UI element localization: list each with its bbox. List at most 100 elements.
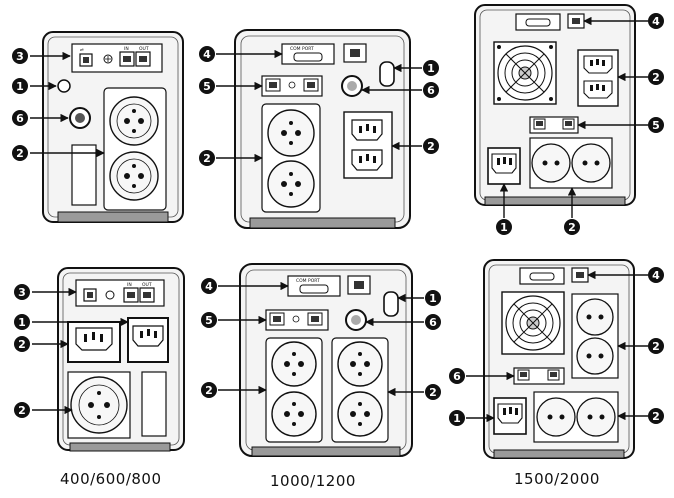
svg-text:2: 2 xyxy=(205,384,213,397)
schuko-socket-icon xyxy=(576,337,614,375)
rj45-port-icon xyxy=(517,369,560,381)
svg-text:6: 6 xyxy=(16,112,24,125)
power-switch-icon xyxy=(57,79,71,93)
svg-text:COM PORT: COM PORT xyxy=(296,278,320,284)
ups-unit-large-bottom: 4 2 2 6 1 xyxy=(449,259,664,459)
svg-text:2: 2 xyxy=(429,386,437,399)
svg-text:5: 5 xyxy=(203,80,211,93)
marker-1: 1 xyxy=(14,314,30,330)
svg-text:3: 3 xyxy=(18,286,26,299)
rj45-port-icon xyxy=(269,312,323,326)
schuko-socket-icon xyxy=(267,109,315,157)
power-switch-icon xyxy=(383,291,399,317)
svg-text:1: 1 xyxy=(453,412,461,425)
marker-2: 2 xyxy=(425,384,441,400)
rj45-port-icon xyxy=(265,78,319,92)
svg-text:OUT: OUT xyxy=(142,282,152,288)
schuko-socket-icon xyxy=(109,96,159,146)
ups-unit-large-top: 4 2 5 1 2 xyxy=(474,4,664,235)
marker-1: 1 xyxy=(12,78,28,94)
marker-2: 2 xyxy=(423,138,439,154)
svg-text:1: 1 xyxy=(500,221,508,234)
iec-socket-icon xyxy=(351,119,383,141)
fan-grille-icon xyxy=(493,41,557,105)
caption-small-models: 400/600/800 xyxy=(60,470,162,488)
svg-text:2: 2 xyxy=(652,340,660,353)
rj45-port-icon xyxy=(533,118,575,130)
schuko-socket-icon xyxy=(531,143,571,183)
schuko-socket-icon xyxy=(109,151,159,201)
svg-text:2: 2 xyxy=(652,410,660,423)
svg-text:2: 2 xyxy=(568,221,576,234)
svg-text:6: 6 xyxy=(427,84,435,97)
ups-unit-medium-bottom: COM PORT xyxy=(201,263,441,457)
svg-text:4: 4 xyxy=(652,15,660,28)
marker-2: 2 xyxy=(564,219,580,235)
iec-socket-icon xyxy=(583,55,613,74)
marker-6: 6 xyxy=(12,110,28,126)
schuko-socket-icon xyxy=(536,397,576,437)
marker-2: 2 xyxy=(648,69,664,85)
usb-icon xyxy=(567,13,585,29)
marker-1: 1 xyxy=(423,60,439,76)
marker-2: 2 xyxy=(648,338,664,354)
svg-text:2: 2 xyxy=(427,140,435,153)
ups-unit-small-bottom: IN OUT 3 1 2 2 xyxy=(14,267,185,452)
marker-6: 6 xyxy=(423,82,439,98)
svg-text:IN: IN xyxy=(127,282,132,288)
schuko-socket-icon xyxy=(271,341,317,387)
iec-socket-icon xyxy=(583,80,613,99)
usb-icon xyxy=(571,267,589,283)
svg-text:4: 4 xyxy=(205,280,213,293)
svg-text:3: 3 xyxy=(16,50,24,63)
marker-5: 5 xyxy=(201,312,217,328)
marker-4: 4 xyxy=(199,46,215,62)
schuko-socket-icon xyxy=(267,160,315,208)
out-label: OUT xyxy=(139,46,149,52)
iec-socket-icon xyxy=(351,149,383,171)
marker-2: 2 xyxy=(199,150,215,166)
svg-text:2: 2 xyxy=(652,71,660,84)
schuko-socket-icon xyxy=(337,391,383,437)
svg-text:6: 6 xyxy=(453,370,461,383)
svg-text:5: 5 xyxy=(205,314,213,327)
iec-socket-icon xyxy=(497,403,523,424)
marker-2: 2 xyxy=(12,145,28,161)
marker-5: 5 xyxy=(648,117,664,133)
svg-text:1: 1 xyxy=(18,316,26,329)
marker-2: 2 xyxy=(14,336,30,352)
schuko-socket-icon xyxy=(576,397,616,437)
marker-6: 6 xyxy=(449,368,465,384)
svg-text:4: 4 xyxy=(203,48,211,61)
svg-text:6: 6 xyxy=(429,316,437,329)
marker-3: 3 xyxy=(12,48,28,64)
svg-text:2: 2 xyxy=(203,152,211,165)
ups-unit-medium-top: COM PORT xyxy=(199,29,439,229)
svg-text:1: 1 xyxy=(427,62,435,75)
schuko-socket-icon xyxy=(70,376,128,434)
marker-1: 1 xyxy=(449,410,465,426)
svg-text:2: 2 xyxy=(18,404,26,417)
marker-4: 4 xyxy=(648,267,664,283)
usb-icon xyxy=(343,43,367,63)
ups-unit-small-top: ⇌ IN OUT xyxy=(12,31,184,223)
schuko-socket-icon xyxy=(576,298,614,336)
iec-socket-icon xyxy=(491,153,517,174)
schuko-socket-icon xyxy=(271,391,317,437)
caption-large-models: 1500/2000 xyxy=(514,470,600,488)
iec-socket-icon xyxy=(67,321,121,363)
marker-1: 1 xyxy=(496,219,512,235)
marker-5: 5 xyxy=(199,78,215,94)
usb-icon: ⇌ xyxy=(79,48,93,67)
marker-6: 6 xyxy=(425,314,441,330)
power-switch-icon xyxy=(379,61,395,87)
svg-text:COM PORT: COM PORT xyxy=(290,46,314,52)
usb-icon xyxy=(83,288,97,302)
marker-4: 4 xyxy=(201,278,217,294)
svg-text:2: 2 xyxy=(16,147,24,160)
marker-2: 2 xyxy=(14,402,30,418)
iec-socket-icon xyxy=(127,317,169,363)
marker-2: 2 xyxy=(201,382,217,398)
marker-4: 4 xyxy=(648,13,664,29)
